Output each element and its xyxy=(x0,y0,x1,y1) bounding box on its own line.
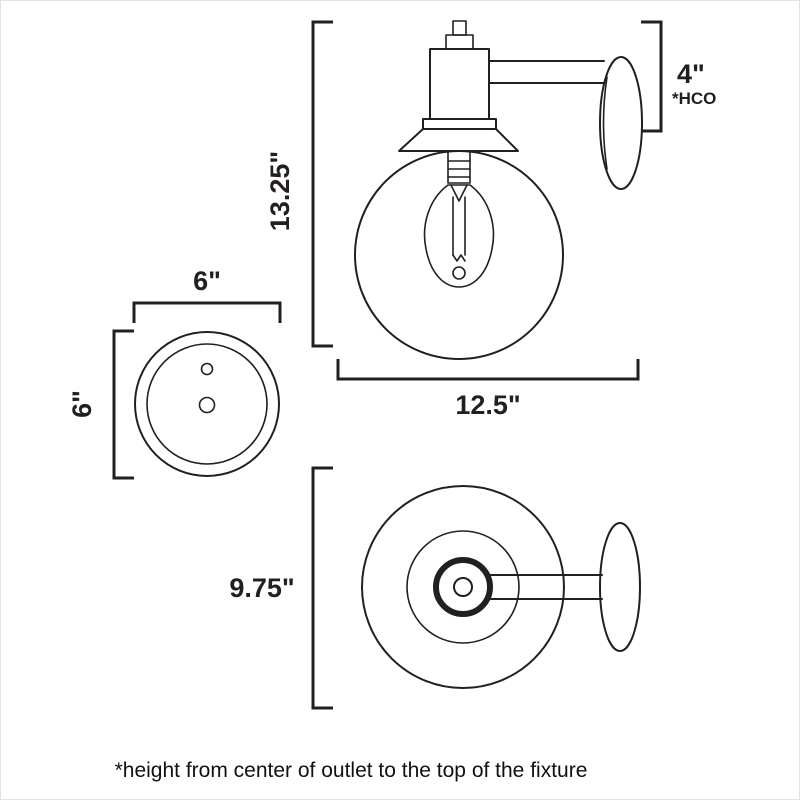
plan-socket-ring xyxy=(433,557,493,617)
canopy-mount-hole-top xyxy=(200,362,214,376)
shade-cap xyxy=(398,128,519,152)
neck-flange xyxy=(422,118,497,130)
dim-projection-label: 9.75" xyxy=(229,573,294,603)
lamp-socket xyxy=(447,150,471,184)
dim-canopy-depth: 6" xyxy=(67,329,134,480)
bulb-filament xyxy=(452,254,466,262)
plan-globe-outline xyxy=(361,485,565,689)
dim-hco: 4" *HCO xyxy=(641,20,716,133)
plan-shade-opening xyxy=(406,530,520,644)
dim-hco-value-label: 4" xyxy=(677,59,705,89)
fixture-plan-view xyxy=(361,485,641,689)
bulb-stem xyxy=(450,184,468,202)
plan-mounting-arm xyxy=(490,574,603,600)
filament-loop xyxy=(452,266,466,280)
finial-stem xyxy=(452,20,467,36)
plan-center-hub xyxy=(453,577,473,597)
mounting-arm xyxy=(488,60,605,84)
dim-hco-note-label: *HCO xyxy=(672,89,716,108)
neck-cylinder xyxy=(429,48,490,120)
dim-overall-height-label: 13.25" xyxy=(265,151,295,231)
edison-bulb xyxy=(423,184,495,288)
dim-canopy-width: 6" xyxy=(132,266,282,323)
wall-plate xyxy=(599,56,643,190)
plan-wall-plate xyxy=(599,522,641,652)
canopy-inner-edge xyxy=(146,343,268,465)
canopy-outer-edge xyxy=(134,331,280,477)
dim-overall-width-label: 12.5" xyxy=(455,390,520,420)
dim-overall-width: 12.5" xyxy=(336,359,640,420)
canopy-mount-hole-center xyxy=(198,396,216,414)
dim-overall-height: 13.25" xyxy=(265,20,333,348)
dim-canopy-depth-label: 6" xyxy=(67,390,97,418)
hco-footnote: *height from center of outlet to the top… xyxy=(115,759,588,782)
side-view xyxy=(354,20,643,360)
finial-knob xyxy=(445,34,474,50)
canopy-top-view xyxy=(134,331,280,477)
dim-canopy-width-label: 6" xyxy=(193,266,221,296)
dim-projection: 9.75" xyxy=(229,466,333,710)
